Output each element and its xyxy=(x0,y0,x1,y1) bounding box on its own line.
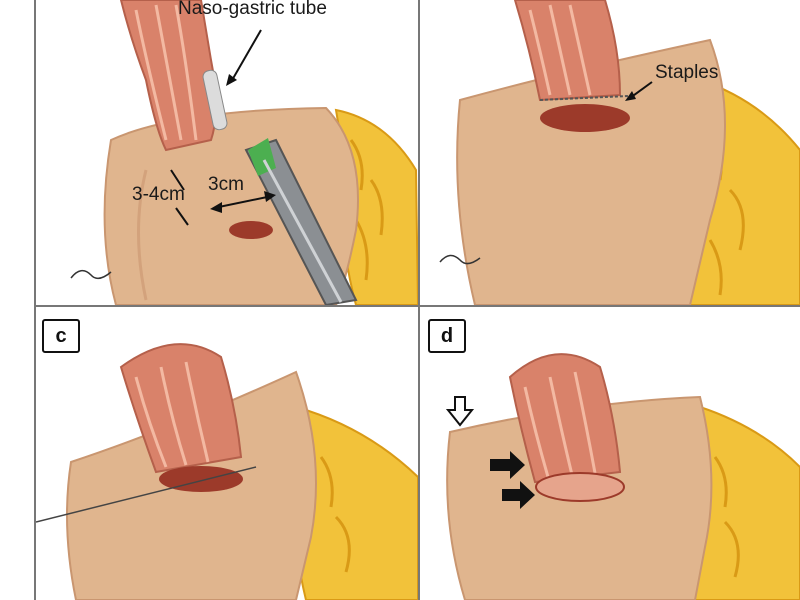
panel-a: Naso-gastric tube 3-4cm 3cm xyxy=(36,0,418,305)
panel-a-drawing xyxy=(70,0,418,305)
panel-b-drawing xyxy=(439,0,800,305)
panel-b: Staples xyxy=(420,0,800,305)
vertical-divider xyxy=(418,0,420,600)
panel-d: d xyxy=(420,307,800,600)
panel-d-label: d xyxy=(428,319,466,353)
figure-left-border xyxy=(34,0,36,600)
distance-label-3-4cm: 3-4cm xyxy=(132,184,185,205)
panel-d-drawing xyxy=(445,353,800,600)
distance-label-3cm: 3cm xyxy=(208,174,244,195)
staples-label: Staples xyxy=(655,62,719,83)
panel-c-label: c xyxy=(42,319,80,353)
horizontal-divider xyxy=(35,305,800,307)
panel-c-drawing xyxy=(36,343,418,600)
naso-gastric-tube-label: Naso-gastric tube xyxy=(178,0,327,19)
panel-c: c xyxy=(36,307,418,600)
